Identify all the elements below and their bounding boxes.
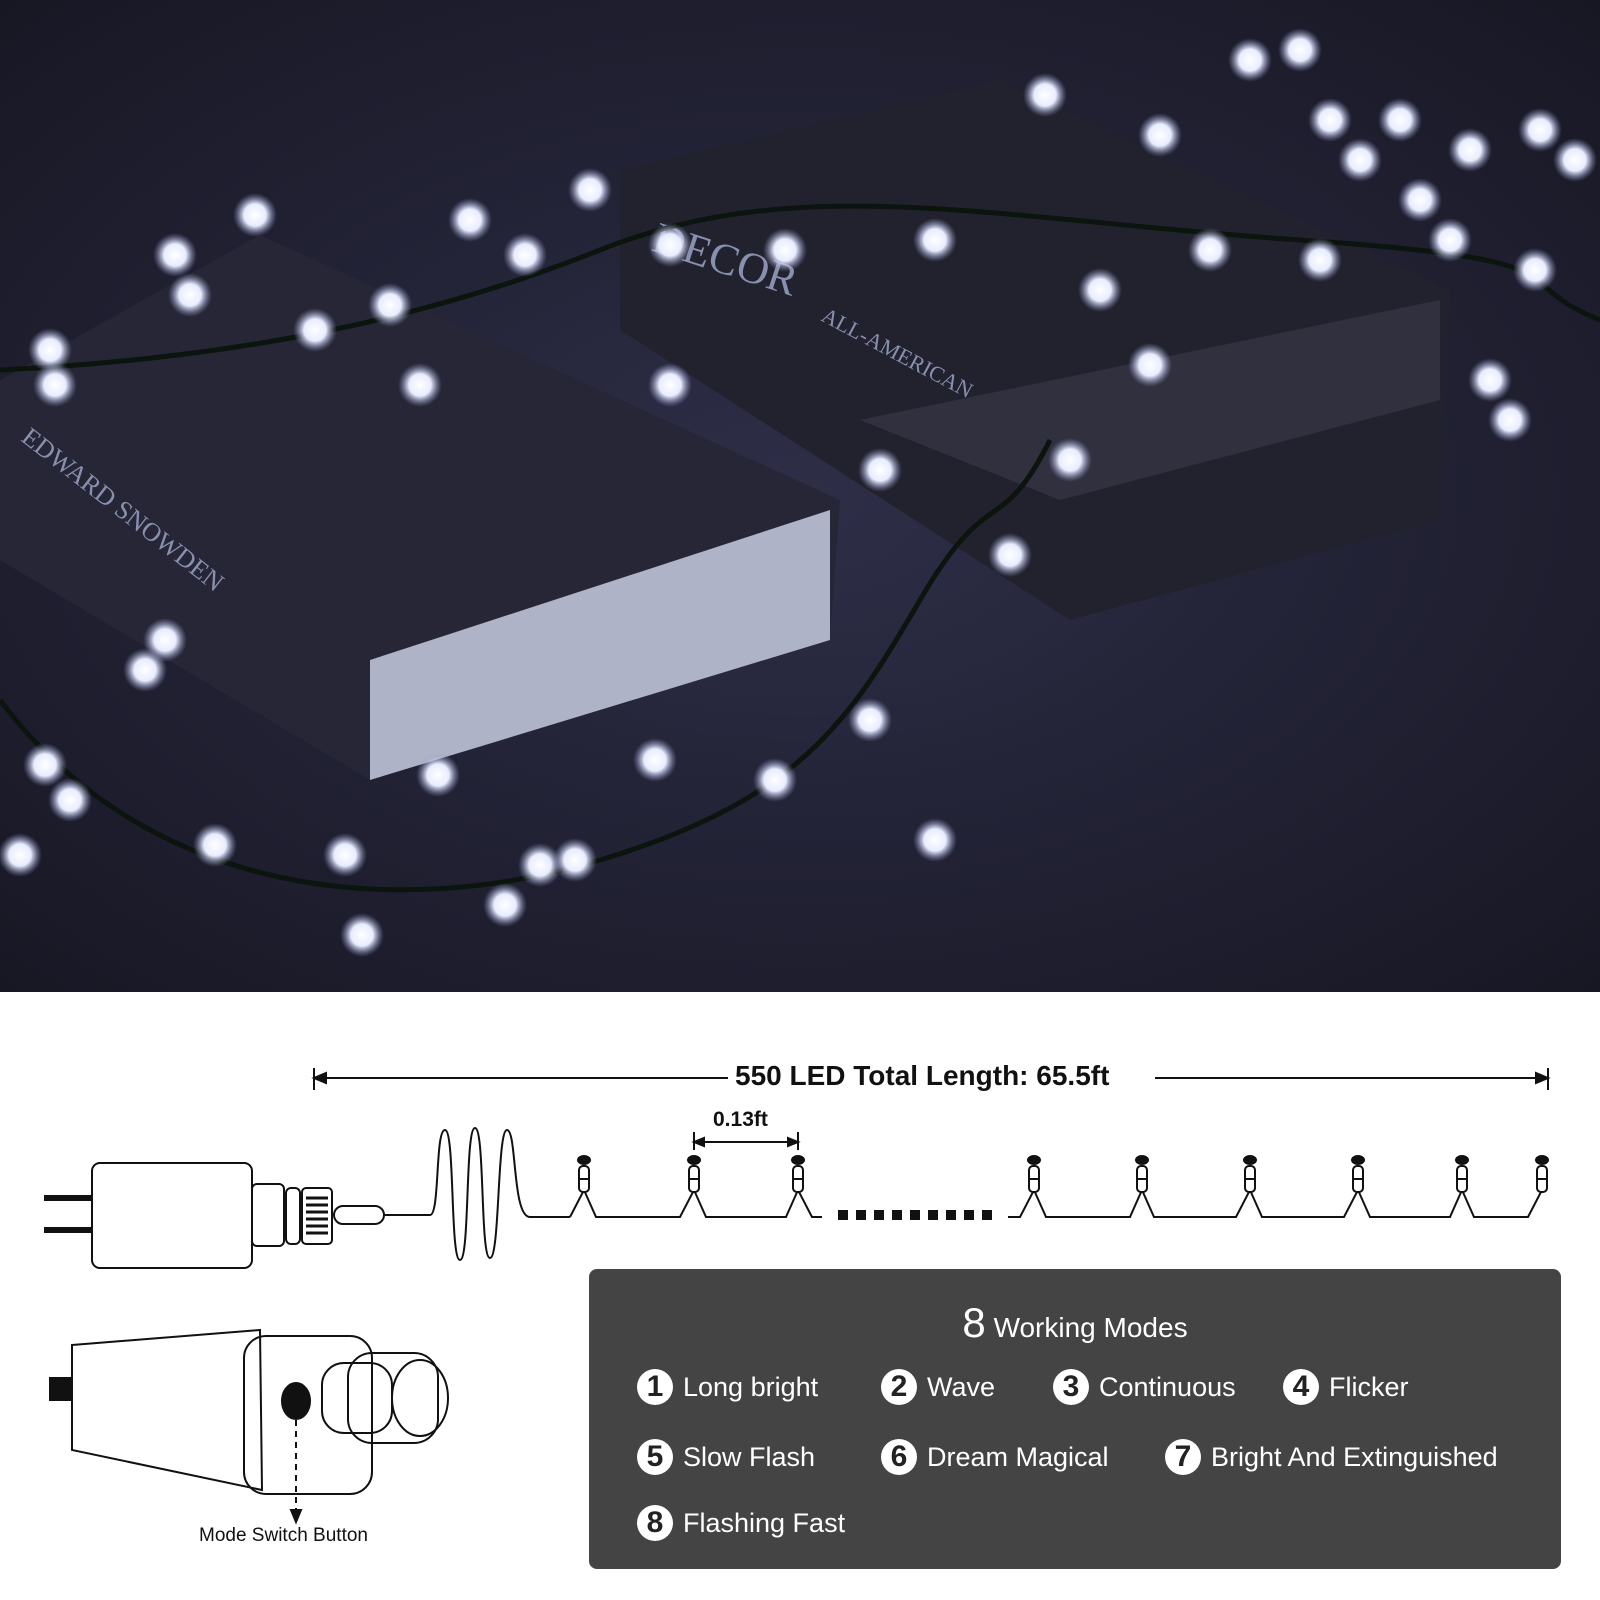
mode-item: 3 Continuous [1053, 1369, 1236, 1405]
led-bulb [553, 838, 597, 882]
led-bulb [448, 198, 492, 242]
led-bulb [1553, 138, 1597, 182]
mode-item: 5 Slow Flash [637, 1439, 815, 1475]
mode-label: Flicker [1329, 1371, 1409, 1402]
total-length-label: 550 LED Total Length: 65.5ft [735, 1060, 1110, 1091]
led-bulb [48, 778, 92, 822]
led-bulb [33, 363, 77, 407]
led-bulb [848, 698, 892, 742]
mode-item: 6 Dream Magical [881, 1439, 1109, 1475]
product-photo: DECOR ALL-AMERICAN EDWARD SNOWDEN [0, 0, 1600, 992]
led-bulb [1338, 138, 1382, 182]
book-right [620, 80, 1450, 620]
led-bulb [1468, 358, 1512, 402]
mode-label: Bright And Extinguished [1211, 1441, 1498, 1472]
led-bulb [763, 228, 807, 272]
led-bulb-icon [1243, 1155, 1257, 1193]
mode-item: 8 Flashing Fast [637, 1505, 845, 1541]
dimension-diagram [44, 1068, 1551, 1525]
led-bulb-icon [1135, 1155, 1149, 1193]
modes-title: 8 Working Modes [589, 1299, 1561, 1347]
led-bulb [568, 168, 612, 212]
led-bulb [633, 738, 677, 782]
led-bulb [1518, 108, 1562, 152]
led-bulb [1513, 248, 1557, 292]
led-bulb [1448, 128, 1492, 172]
led-bulb [323, 833, 367, 877]
mode-switch-label: Mode Switch Button [199, 1525, 368, 1546]
led-bulb-icon [1351, 1155, 1365, 1193]
led-bulb [193, 823, 237, 867]
led-bulb [1138, 113, 1182, 157]
led-bulb [518, 843, 562, 887]
led-bulb [1398, 178, 1442, 222]
mode-item: 1 Long bright [637, 1369, 818, 1405]
mode-item: 2 Wave [881, 1369, 995, 1405]
led-bulb [398, 363, 442, 407]
led-bulb [913, 218, 957, 262]
mode-item: 4 Flicker [1283, 1369, 1409, 1405]
led-bulb-icon [1455, 1155, 1469, 1193]
mode-number: 5 [637, 1439, 673, 1475]
led-bulb-icon [1535, 1155, 1549, 1193]
led-bulb [1488, 398, 1532, 442]
mode-label: Dream Magical [927, 1441, 1109, 1472]
mode-number: 8 [637, 1505, 673, 1541]
mode-number: 6 [881, 1439, 917, 1475]
led-bulb [368, 283, 412, 327]
mode-number: 4 [1283, 1369, 1319, 1405]
led-bulb [1278, 28, 1322, 72]
led-bulb [1023, 73, 1067, 117]
led-bulb [1048, 438, 1092, 482]
mode-number: 3 [1053, 1369, 1089, 1405]
led-bulb [648, 363, 692, 407]
coiled-wire [384, 1126, 570, 1262]
power-adapter [44, 1162, 385, 1269]
led-bulb-icon [791, 1155, 805, 1193]
mode-label: Flashing Fast [683, 1507, 846, 1538]
mode-number: 7 [1165, 1439, 1201, 1475]
led-bulb [1308, 98, 1352, 142]
mode-controller [49, 1328, 449, 1525]
mode-number: 2 [881, 1369, 917, 1405]
led-bulb [1298, 238, 1342, 282]
led-bulb [1078, 268, 1122, 312]
led-bulb [293, 308, 337, 352]
led-bulb [503, 233, 547, 277]
modes-count: 8 [962, 1299, 986, 1346]
led-bulb [988, 533, 1032, 577]
led-bulb [913, 818, 957, 862]
mode-label: Continuous [1099, 1371, 1236, 1402]
led-bulb [233, 193, 277, 237]
led-bulb [483, 883, 527, 927]
modes-title-text: Working Modes [993, 1312, 1188, 1343]
mode-label: Slow Flash [683, 1441, 816, 1472]
led-bulb [858, 448, 902, 492]
led-bulb [1228, 38, 1272, 82]
led-bulb [1188, 228, 1232, 272]
led-bulb [753, 758, 797, 802]
led-bulb [1128, 343, 1172, 387]
mode-label: Wave [927, 1371, 996, 1402]
led-bulb [1378, 98, 1422, 142]
spacing-label: 0.13ft [713, 1108, 768, 1131]
mode-item: 7 Bright And Extinguished [1165, 1439, 1498, 1475]
led-bulb [1428, 218, 1472, 262]
working-modes-panel: 8 Working Modes 1 Long bright 2 Wave 3 Cont… [589, 1269, 1561, 1569]
mode-number: 1 [637, 1369, 673, 1405]
led-bulb [648, 223, 692, 267]
led-bulb [0, 833, 42, 877]
led-bulb-icon [577, 1155, 591, 1193]
led-bulb [23, 743, 67, 787]
led-bulb [340, 913, 384, 957]
mode-label: Long bright [683, 1371, 819, 1402]
led-bulb-icon [1027, 1155, 1041, 1193]
led-bulb [168, 273, 212, 317]
led-bulb [416, 753, 460, 797]
led-bulb [123, 648, 167, 692]
led-bulb-icon [687, 1155, 701, 1193]
led-bulb [153, 233, 197, 277]
led-bulb [28, 328, 72, 372]
